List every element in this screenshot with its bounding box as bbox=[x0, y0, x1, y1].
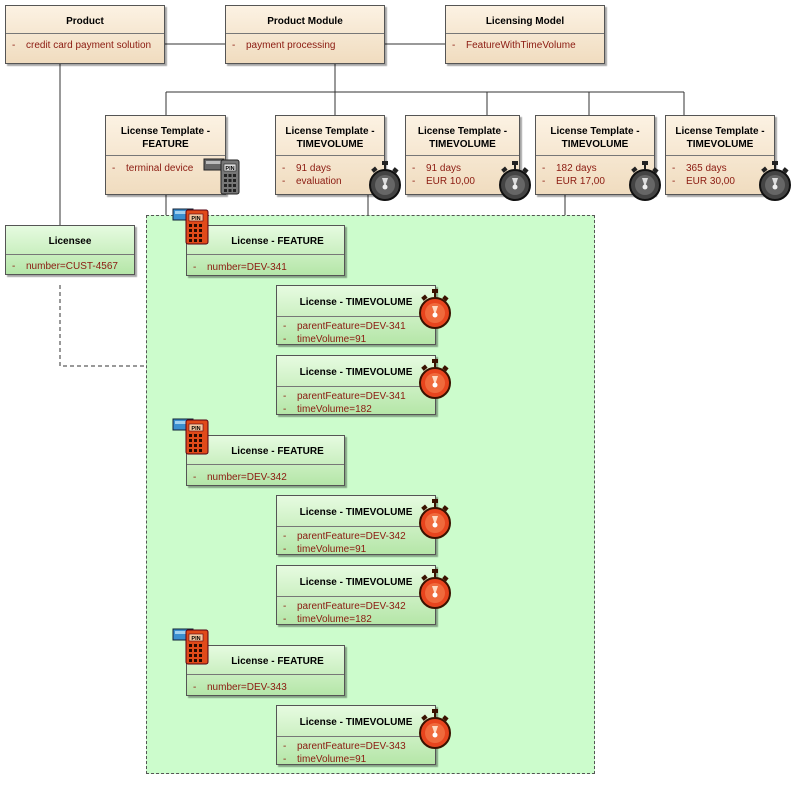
node-attr: 91 days bbox=[276, 162, 384, 175]
node-title-line2: TIMEVOLUME bbox=[686, 139, 754, 150]
node-title: License Template - bbox=[285, 126, 375, 137]
stopwatch-icon bbox=[759, 161, 791, 201]
node-title-line2: TIMEVOLUME bbox=[429, 139, 496, 150]
template-timevolume-node[interactable]: License Template - TIMEVOLUME 91 days ev… bbox=[275, 115, 385, 195]
node-title: License - TIMEVOLUME bbox=[299, 577, 413, 588]
node-attr: number=DEV-343 bbox=[187, 681, 344, 694]
product-module-node[interactable]: Product Module payment processing bbox=[225, 5, 385, 64]
license-timevolume-node[interactable]: License - TIMEVOLUME parentFeature=DEV-3… bbox=[276, 495, 436, 555]
stopwatch-icon bbox=[419, 359, 451, 399]
node-title: License - FEATURE bbox=[231, 446, 324, 457]
stopwatch-icon bbox=[629, 161, 661, 201]
pin-terminal-icon: PIN bbox=[172, 628, 209, 665]
license-feature-node[interactable]: License - FEATURE number=DEV-343 bbox=[186, 645, 345, 696]
stopwatch-icon bbox=[419, 499, 451, 539]
node-attr: timeVolume=182 bbox=[277, 403, 435, 414]
node-attr: parentFeature=DEV-342 bbox=[277, 530, 435, 543]
node-attr: timeVolume=182 bbox=[277, 613, 435, 624]
node-title-line2: TIMEVOLUME bbox=[296, 139, 364, 150]
node-attr: number=DEV-342 bbox=[187, 471, 344, 484]
node-title: Product Module bbox=[267, 16, 343, 27]
stopwatch-icon bbox=[419, 289, 451, 329]
svg-text:PIN: PIN bbox=[225, 166, 234, 172]
node-attr: FeatureWithTimeVolume bbox=[446, 39, 604, 52]
node-attr: 182 days bbox=[536, 162, 654, 175]
node-title: License - TIMEVOLUME bbox=[299, 367, 413, 378]
stopwatch-icon bbox=[419, 709, 451, 749]
node-title: License - TIMEVOLUME bbox=[299, 297, 413, 308]
license-timevolume-node[interactable]: License - TIMEVOLUME parentFeature=DEV-3… bbox=[276, 565, 436, 625]
node-attr: credit card payment solution bbox=[6, 39, 164, 52]
stopwatch-icon bbox=[499, 161, 531, 201]
node-title: License - FEATURE bbox=[231, 236, 324, 247]
template-feature-node[interactable]: License Template - FEATURE terminal devi… bbox=[105, 115, 226, 195]
product-node[interactable]: Product credit card payment solution bbox=[5, 5, 165, 64]
svg-text:PIN: PIN bbox=[191, 426, 200, 432]
node-attr: timeVolume=91 bbox=[277, 753, 435, 764]
pin-terminal-icon: PIN bbox=[172, 418, 209, 455]
pin-terminal-icon: PIN bbox=[203, 158, 240, 195]
license-feature-node[interactable]: License - FEATURE number=DEV-341 bbox=[186, 225, 345, 276]
node-attr: EUR 17,00 bbox=[536, 175, 654, 188]
license-timevolume-node[interactable]: License - TIMEVOLUME parentFeature=DEV-3… bbox=[276, 355, 436, 415]
node-attr: 365 days bbox=[666, 162, 774, 175]
node-title: Licensing Model bbox=[485, 16, 565, 27]
node-attr: number=CUST-4567 bbox=[6, 260, 134, 273]
node-title: License - TIMEVOLUME bbox=[299, 717, 413, 728]
license-timevolume-node[interactable]: License - TIMEVOLUME parentFeature=DEV-3… bbox=[276, 705, 436, 765]
template-timevolume-node[interactable]: License Template - TIMEVOLUME 365 days E… bbox=[665, 115, 775, 195]
pin-terminal-icon: PIN bbox=[172, 208, 209, 245]
stopwatch-icon bbox=[419, 569, 451, 609]
svg-text:PIN: PIN bbox=[191, 216, 200, 222]
node-attr: parentFeature=DEV-342 bbox=[277, 600, 435, 613]
node-title: License Template - bbox=[120, 126, 211, 137]
license-timevolume-node[interactable]: License - TIMEVOLUME parentFeature=DEV-3… bbox=[276, 285, 436, 345]
node-title-line2: TIMEVOLUME bbox=[561, 139, 629, 150]
node-title-line2: FEATURE bbox=[142, 139, 189, 150]
node-title: License - FEATURE bbox=[231, 656, 324, 667]
svg-text:PIN: PIN bbox=[191, 636, 200, 642]
node-attr: EUR 10,00 bbox=[406, 175, 519, 188]
node-attr: evaluation bbox=[276, 175, 384, 188]
node-attr: EUR 30,00 bbox=[666, 175, 774, 188]
licensing-model-node[interactable]: Licensing Model FeatureWithTimeVolume bbox=[445, 5, 605, 64]
license-feature-node[interactable]: License - FEATURE number=DEV-342 bbox=[186, 435, 345, 486]
node-attr: terminal device bbox=[106, 162, 225, 175]
node-attr: parentFeature=DEV-343 bbox=[277, 740, 435, 753]
node-attr: parentFeature=DEV-341 bbox=[277, 390, 435, 403]
node-title: Licensee bbox=[48, 236, 92, 247]
node-title: License Template - bbox=[417, 126, 508, 137]
node-title: License - TIMEVOLUME bbox=[299, 507, 413, 518]
node-title: Product bbox=[66, 16, 104, 27]
node-attr: 91 days bbox=[406, 162, 519, 175]
node-title: License Template - bbox=[550, 126, 640, 137]
node-attr: parentFeature=DEV-341 bbox=[277, 320, 435, 333]
licensee-node[interactable]: Licensee number=CUST-4567 bbox=[5, 225, 135, 275]
node-attr: number=DEV-341 bbox=[187, 261, 344, 274]
stopwatch-icon bbox=[369, 161, 401, 201]
node-attr: payment processing bbox=[226, 39, 384, 52]
node-attr: timeVolume=91 bbox=[277, 543, 435, 554]
node-attr: timeVolume=91 bbox=[277, 333, 435, 344]
node-title: License Template - bbox=[675, 126, 765, 137]
